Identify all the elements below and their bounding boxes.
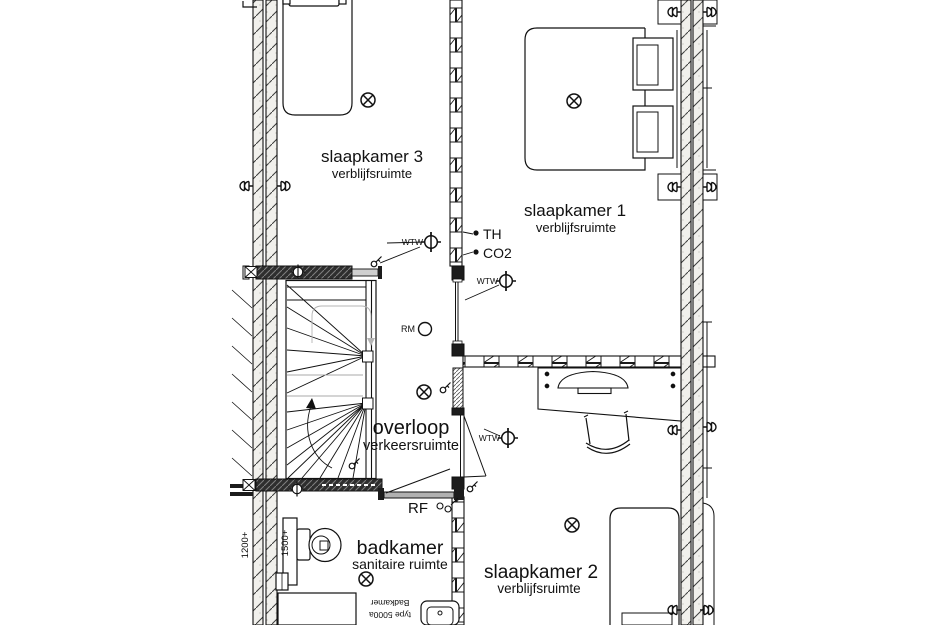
wtw-valve-icon <box>497 427 519 449</box>
door-handle-icon <box>466 480 479 493</box>
ceiling-light-icon <box>360 92 376 108</box>
wall-box-icon <box>244 266 258 278</box>
interior-wall-sk1-sk2 <box>462 355 716 368</box>
label-th: TH <box>483 226 502 242</box>
stairwell-top-wall <box>242 1 382 281</box>
bath-spec-line2: type 5000a <box>369 610 411 620</box>
label-wtw-2: WTW <box>477 276 498 286</box>
wall-box-icon <box>242 479 256 491</box>
ceiling-light-icon <box>358 571 374 587</box>
th-sensor-icon <box>473 230 479 236</box>
dim-label-1200: 1200+ <box>240 531 251 558</box>
room-type-badkamer: sanitaire ruimte <box>352 556 448 572</box>
toilet <box>282 517 342 586</box>
wtw-valve-icon <box>420 231 442 253</box>
neighbour-stair-lines <box>231 289 253 477</box>
room-label-slaapkamer1: slaapkamer 1 <box>524 201 626 220</box>
desk <box>537 367 682 422</box>
socket-icon <box>702 421 717 433</box>
interior-wall-sk3-sk1 <box>449 0 463 267</box>
shower-tray <box>275 572 357 625</box>
rf-sensor-icon <box>444 505 452 513</box>
staircase <box>285 279 377 480</box>
room-label-overloop: overloop <box>373 417 450 439</box>
neighbour-right-lines <box>657 0 718 625</box>
stairwell-bottom-wall <box>230 478 383 498</box>
door-opening-sk3 <box>351 268 379 277</box>
room-label-badkamer: badkamer <box>357 537 444 559</box>
badkamer-door <box>378 468 464 500</box>
room-label-slaapkamer2: slaapkamer 2 <box>484 562 598 583</box>
bed-slaapkamer-1 <box>524 27 678 171</box>
walking-line-down <box>307 405 333 469</box>
label-rf: RF <box>408 500 428 517</box>
party-wall-right <box>680 0 704 625</box>
door-swing-badkamer <box>385 468 451 494</box>
room-type-overloop: verkeersruimte <box>363 438 459 454</box>
wtw-valves <box>379 231 519 449</box>
bed-slaapkamer-2 <box>609 507 680 625</box>
room-type-slaapkamer3: verblijfsruimte <box>332 166 412 181</box>
label-wtw-1: WTW <box>402 237 423 247</box>
bath-spec-line1: Badkamer <box>370 598 409 608</box>
door-handle-icon <box>439 381 452 394</box>
ceiling-light-icon <box>416 384 432 400</box>
socket-icon <box>239 180 254 192</box>
walking-line-up <box>311 305 372 343</box>
ceiling-light-icon <box>564 517 580 533</box>
door-handle-icon <box>370 255 383 268</box>
smoke-detector-icon <box>417 321 433 337</box>
label-wtw-3: WTW <box>479 433 500 443</box>
rf-sensor-icon <box>436 502 444 510</box>
socket-icon <box>667 424 682 436</box>
door-swing-sk2 <box>463 415 487 478</box>
co2-sensor-icon <box>473 249 479 255</box>
label-co2: CO2 <box>483 245 512 261</box>
room-type-slaapkamer1: verblijfsruimte <box>536 220 616 235</box>
room-label-slaapkamer3: slaapkamer 3 <box>321 147 423 166</box>
bed-slaapkamer-3 <box>282 0 353 116</box>
desk-chair <box>583 410 631 454</box>
socket-icon <box>276 180 291 192</box>
party-wall-left <box>252 0 278 625</box>
washbasin <box>420 600 460 625</box>
dim-label-1500: 1500+ <box>280 529 291 556</box>
label-rm: RM <box>401 324 415 334</box>
room-type-slaapkamer2: verblijfsruimte <box>497 581 580 596</box>
overloop-east-wall <box>451 265 487 490</box>
wtw-valve-icon <box>495 270 517 292</box>
sensors <box>417 230 479 513</box>
monitor-icon <box>557 370 629 389</box>
ceiling-light-icon <box>566 93 582 109</box>
